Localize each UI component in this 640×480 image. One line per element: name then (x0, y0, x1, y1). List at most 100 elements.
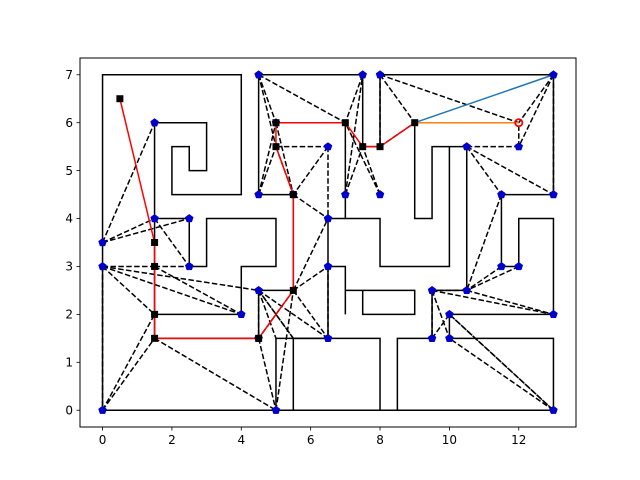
wall-segment-3 (413, 122, 450, 220)
vertex-point-36 (549, 405, 558, 414)
path-waypoint-7 (272, 143, 280, 151)
vertex-point-32 (514, 142, 524, 151)
wall-segment-1 (154, 217, 277, 316)
vertex-point-13 (98, 405, 107, 414)
vertex-point-12 (323, 214, 333, 223)
visibility-edge-38 (344, 74, 364, 123)
vertex-point-21 (341, 190, 350, 199)
vertex-point-33 (549, 70, 558, 79)
visibility-edge-36 (292, 193, 329, 220)
vertex-point-22 (375, 190, 385, 199)
visibility-edge-61 (431, 290, 451, 339)
path-line (119, 98, 416, 340)
vertex-point-5 (150, 214, 159, 223)
visibility-edge-65 (448, 337, 554, 411)
vertex-point-26 (514, 261, 524, 271)
y-tick-label-0: 0 (65, 403, 73, 417)
path-waypoint-11 (376, 143, 384, 151)
visibility-edge-30 (257, 122, 277, 195)
path-waypoint-12 (411, 119, 419, 127)
x-tick-label-5: 10 (442, 433, 457, 447)
visibility-edge-6 (102, 265, 259, 292)
visibility-edge-0 (101, 122, 156, 243)
path-waypoint-0 (151, 239, 159, 246)
visibility-edge-28 (257, 74, 277, 147)
visibility-edge-63 (431, 313, 451, 339)
vertex-point-0 (98, 237, 107, 247)
visibility-edge-11 (101, 314, 156, 411)
visibility-edge-15 (257, 338, 277, 411)
visibility-edge-66 (448, 313, 554, 411)
visibility-edge-17 (257, 290, 277, 339)
path-waypoint-6 (289, 191, 297, 199)
visibility-edge-8 (102, 265, 156, 315)
visibility-edge-20 (275, 290, 295, 411)
visibility-edge-57 (466, 265, 520, 292)
path-waypoint-10 (359, 143, 367, 151)
visibility-edge-27 (257, 74, 277, 123)
vertex-point-23 (462, 142, 472, 151)
vertex-point-8 (254, 70, 263, 79)
visibility-edge-31 (257, 146, 277, 195)
vertex-point-3 (98, 261, 107, 271)
vertex-point-27 (427, 285, 437, 295)
visibility-edge-40 (344, 146, 364, 195)
x-tick-label-4: 8 (376, 433, 384, 447)
wall-segment-6 (396, 337, 433, 411)
vertex-point-31 (445, 333, 454, 342)
vertex-point-7 (254, 190, 263, 199)
x-tick-label-6: 12 (511, 433, 526, 447)
visibility-edge-2 (102, 217, 190, 244)
x-tick-label-3: 6 (307, 433, 315, 447)
lines-layer (119, 74, 554, 340)
visibility-edge-12 (101, 337, 156, 411)
path-waypoint-1 (151, 262, 159, 270)
y-tick-label-5: 5 (65, 164, 73, 178)
visibility-edge-48 (518, 74, 555, 147)
blue-line (414, 74, 554, 124)
visibility-edge-41 (361, 146, 381, 195)
visibility-edge-47 (518, 74, 555, 124)
visibility-edge-56 (466, 265, 502, 292)
y-tick-label-6: 6 (65, 116, 73, 130)
axes-frame (79, 57, 577, 428)
start-marker (116, 95, 124, 103)
walls-layer (101, 74, 555, 411)
vertex-point-30 (427, 333, 437, 342)
visibility-edge-44 (379, 74, 416, 124)
visibility-edge-22 (292, 265, 329, 292)
path-waypoint-2 (151, 310, 159, 318)
y-tick-label-1: 1 (65, 356, 73, 370)
visibility-edge-59 (431, 289, 554, 316)
vertex-point-11 (323, 142, 333, 151)
wall-segment-2 (275, 121, 468, 339)
visibility-edge-10 (154, 265, 242, 316)
path-waypoint-5 (289, 286, 297, 294)
visibility-edge-52 (466, 145, 554, 196)
vertex-point-6 (236, 309, 246, 319)
vertex-point-2 (184, 214, 194, 223)
vertex-point-28 (462, 285, 472, 295)
points-layer (98, 70, 558, 414)
vertex-point-20 (375, 70, 385, 79)
visibility-edge-1 (102, 217, 155, 244)
visibility-edge-34 (292, 146, 329, 196)
wall-segment-7 (327, 217, 346, 267)
vertex-point-25 (497, 261, 506, 271)
y-tick-label-7: 7 (65, 68, 73, 82)
visibility-edge-23 (292, 218, 329, 291)
visibility-edge-45 (379, 74, 520, 124)
vertex-point-19 (358, 70, 367, 79)
path-waypoint-8 (272, 119, 280, 127)
goal-marker (514, 118, 524, 128)
vertex-point-17 (323, 261, 333, 271)
visibility-edge-29 (258, 74, 346, 124)
vertex-point-34 (549, 190, 558, 199)
visibility-edge-26 (258, 289, 294, 339)
visibility-edge-19 (258, 289, 329, 339)
x-tick-label-0: 0 (99, 433, 107, 447)
visibility-edge-53 (466, 146, 503, 196)
vertex-point-4 (184, 261, 194, 271)
